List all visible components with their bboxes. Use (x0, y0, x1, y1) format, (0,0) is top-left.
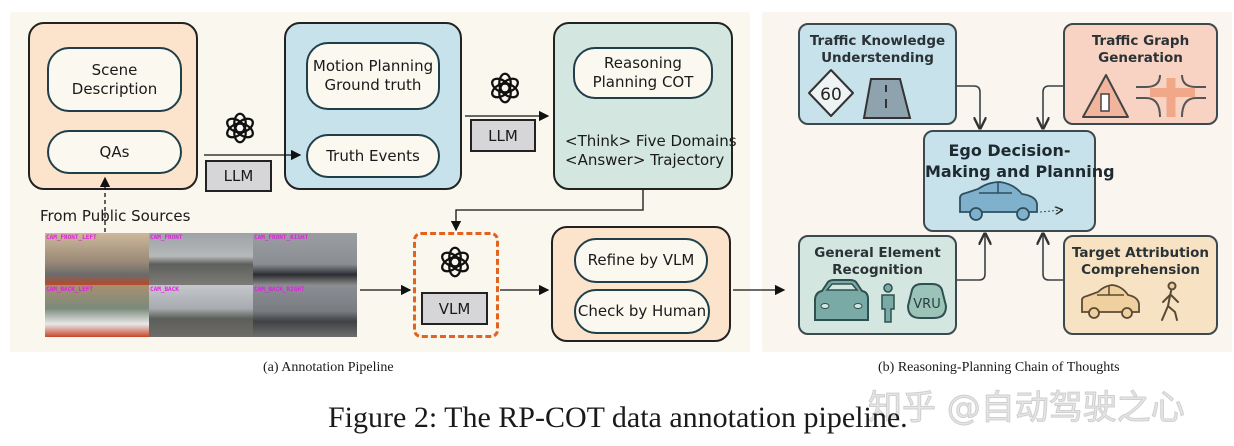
watermark: 知乎 @自动驾驶之心 (868, 388, 1186, 429)
camera-label: CAM_FRONT (150, 234, 183, 241)
target-attribution-box: Target Attribution Comprehension (1063, 235, 1218, 335)
camera-label: CAM_BACK_LEFT (46, 286, 93, 293)
qas-item: QAs (47, 130, 182, 174)
camera-image (253, 233, 357, 285)
camera-label: CAM_FRONT_RIGHT (254, 234, 309, 241)
traffic-graph-box: Traffic Graph Generation (1063, 23, 1218, 125)
figure-caption: Figure 2: The RP-COT data annotation pip… (328, 401, 908, 434)
traffic-knowledge-box: Traffic Knowledge Understending (798, 23, 957, 125)
vlm-label: VLM (421, 292, 488, 325)
camera-label: CAM_BACK (150, 286, 179, 293)
camera-label: CAM_FRONT_LEFT (46, 234, 97, 241)
llm-label: LLM (205, 160, 272, 192)
scene-description-item: Scene Description (47, 47, 182, 112)
check-by-human-item: Check by Human (574, 289, 710, 334)
general-element-box: General Element Recognition (798, 235, 957, 335)
reasoning-chain-caption: (b) Reasoning-Planning Chain of Thoughts (878, 360, 1120, 375)
camera-image (149, 233, 253, 285)
think-line: <Think> Five Domains (565, 132, 737, 150)
camera-image (45, 233, 149, 285)
camera-image (149, 285, 253, 337)
llm-label: LLM (470, 119, 536, 152)
camera-image (253, 285, 357, 337)
ego-decision-box: Ego Decision- Making and Planning (923, 130, 1115, 232)
camera-image-grid: CAM_FRONT_LEFT CAM_FRONT CAM_FRONT_RIGHT… (45, 233, 357, 337)
reasoning-planning-cot-item: Reasoning Planning COT (573, 47, 713, 99)
camera-image (45, 285, 149, 337)
annotation-pipeline-caption: (a) Annotation Pipeline (263, 360, 394, 375)
camera-label: CAM_BACK_RIGHT (254, 286, 305, 293)
vlm-dashed-box (413, 232, 499, 338)
motion-planning-item: Motion Planning Ground truth (306, 42, 440, 110)
refine-by-vlm-item: Refine by VLM (574, 238, 708, 283)
public-sources-label: From Public Sources (40, 207, 191, 225)
truth-events-item: Truth Events (306, 134, 440, 178)
answer-line: <Answer> Trajectory (565, 151, 725, 169)
